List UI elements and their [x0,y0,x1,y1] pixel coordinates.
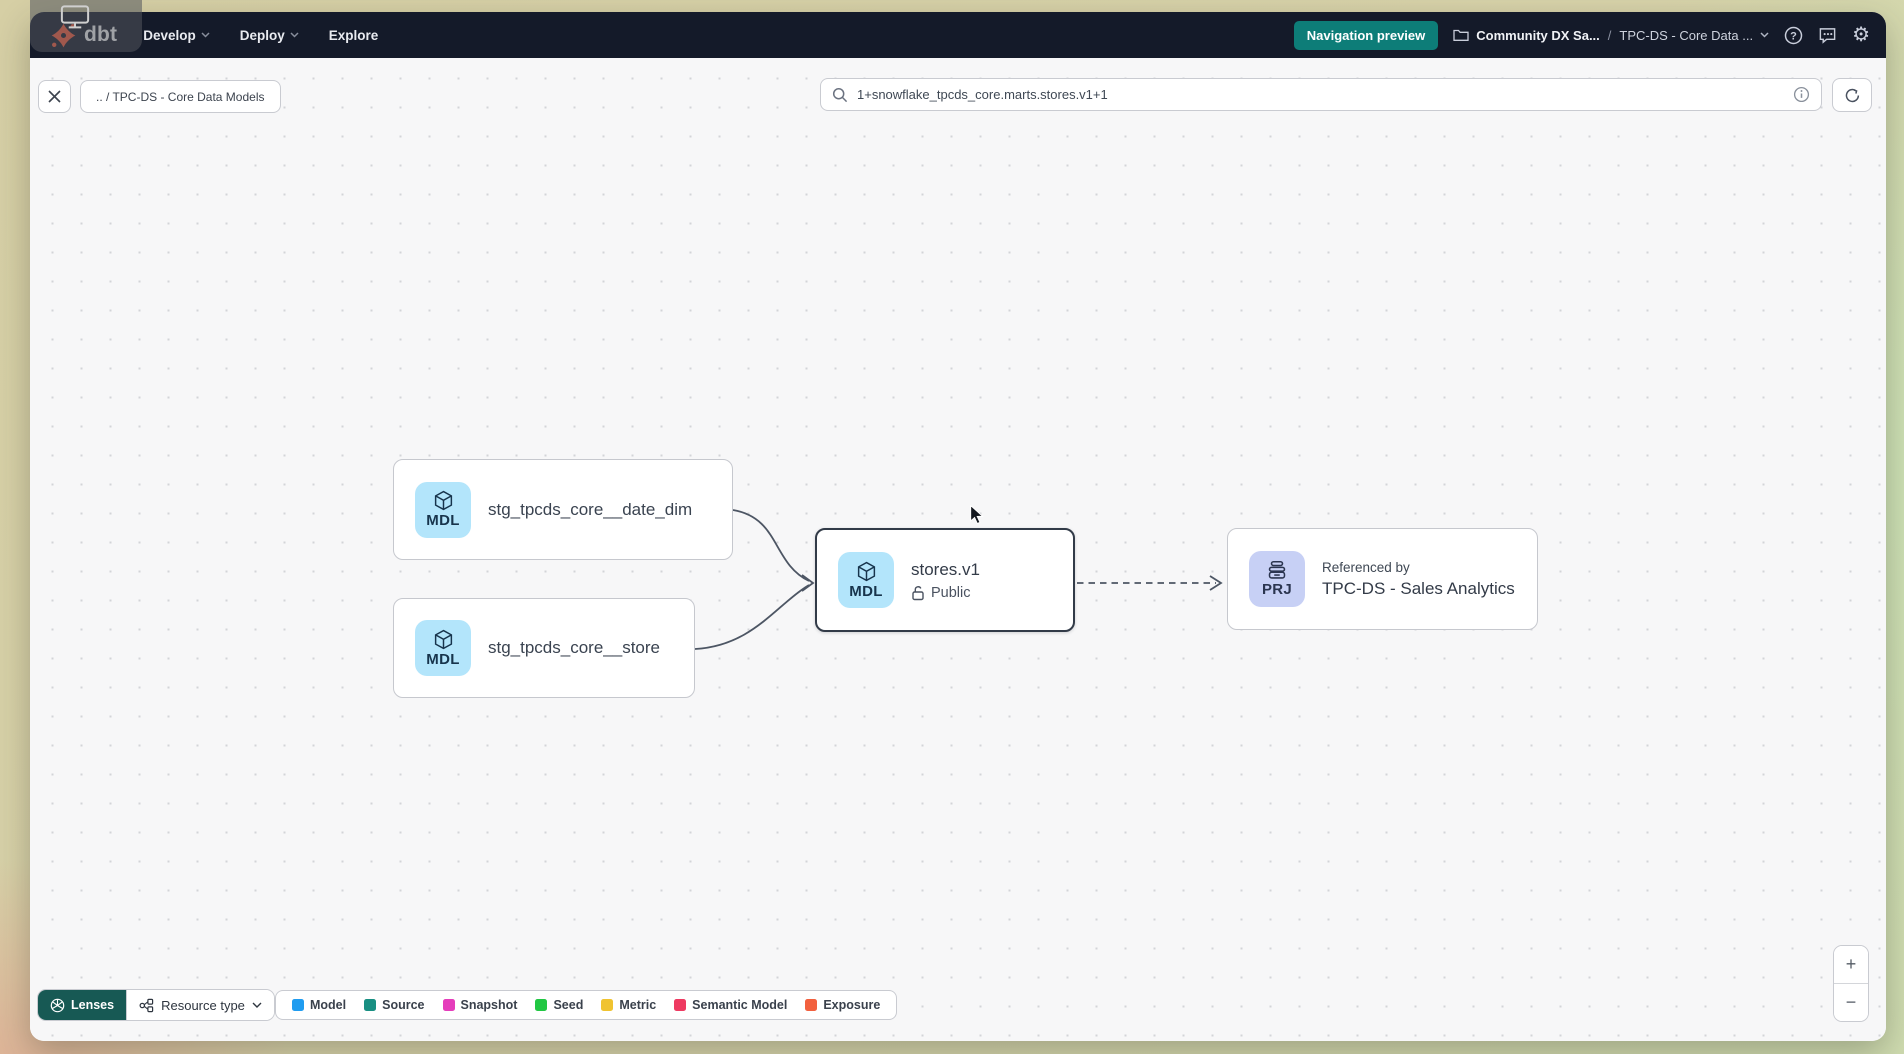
resource-type-label: Resource type [161,997,245,1013]
nav-menu-deploy[interactable]: Deploy [240,28,299,43]
edge-arrowhead [1209,575,1223,591]
model-badge: MDL [415,620,471,676]
node-content: stores.v1 Public [911,560,980,601]
nav-menu-deploy-label: Deploy [239,27,285,43]
legend-swatch [442,999,455,1011]
zoom-out-button[interactable]: − [1834,984,1868,1021]
edge-arrowhead [801,574,815,592]
project-badge: PRJ [1249,551,1305,607]
badge-label: MDL [426,512,460,529]
cube-icon [857,561,875,581]
refresh-icon [1845,88,1859,102]
visibility-label: Public [931,584,971,601]
lineage-search-bar [820,78,1822,111]
folder-icon [1453,29,1469,41]
lens-controls: Lenses Resource type [38,990,274,1020]
legend-item-semantic-model: Semantic Model [674,998,787,1012]
legend-swatch [674,999,687,1011]
nav-menu-develop-label: Develop [143,27,196,43]
edge-date-dim-to-stores [732,509,810,582]
model-badge: MDL [415,481,471,538]
legend-item-seed: Seed [535,998,583,1012]
lens-aperture-icon [50,998,65,1012]
node-kicker: Referenced by [1322,559,1410,575]
legend-item-metric: Metric [601,998,656,1012]
lineage-breadcrumb[interactable]: .. / TPC-DS - Core Data Models [80,80,281,113]
breadcrumb-text: .. / TPC-DS - Core Data Models [96,89,265,104]
close-icon [48,90,61,103]
zoom-controls: + − [1833,945,1869,1022]
navigation-preview-button[interactable]: Navigation preview [1293,20,1439,50]
navbar-right: Navigation preview Community DX Sa... / … [1293,20,1870,50]
legend-label: Metric [619,998,657,1012]
node-stg-tpcds-core-date-dim[interactable]: MDL stg_tpcds_core__date_dim [393,459,733,560]
legend-swatch [805,999,818,1011]
legend-label: Model [310,998,347,1012]
legend-label: Exposure [823,998,881,1012]
badge-label: MDL [426,650,460,668]
nav-menu-develop[interactable]: Develop [143,28,210,43]
search-icon [832,87,848,102]
model-badge: MDL [838,552,894,608]
lenses-button[interactable]: Lenses [38,990,127,1020]
node-label: stg_tpcds_core__store [488,638,660,657]
legend-swatch [535,999,548,1011]
unlock-icon [912,585,924,600]
help-icon[interactable]: ? [1784,26,1803,45]
legend-swatch [601,999,614,1011]
chevron-down-icon [290,32,299,38]
settings-gear-icon[interactable]: ⚙ [1852,24,1870,46]
node-stg-tpcds-core-store[interactable]: MDL stg_tpcds_core__store [393,598,695,698]
node-label: TPC-DS - Sales Analytics [1322,578,1515,598]
legend-item-source: Source [364,998,425,1012]
refresh-lineage-button[interactable] [1832,78,1872,112]
badge-label: MDL [849,582,883,600]
legend-label: Source [382,998,425,1012]
project-name: TPC-DS - Core Data ... [1619,27,1754,43]
node-label: stores.v1 [911,559,980,579]
legend-label: Seed [553,998,584,1012]
lineage-canvas[interactable]: .. / TPC-DS - Core Data Models MDL stg_t… [30,58,1886,1041]
top-navbar: dbt Develop Deploy Explore Navigation pr… [30,12,1886,58]
node-label: stg_tpcds_core__date_dim [488,499,693,519]
badge-label: PRJ [1261,581,1293,598]
svg-text:?: ? [1790,30,1797,42]
screen-share-indicator [30,0,142,52]
monitor-icon [60,5,90,29]
project-switcher[interactable]: Community DX Sa... / TPC-DS - Core Data … [1453,28,1769,43]
node-content: Referenced by TPC-DS - Sales Analytics [1322,560,1515,599]
legend-swatch [364,999,377,1011]
edge-store-to-stores [694,584,810,650]
resource-type-dropdown[interactable]: Resource type [126,990,274,1020]
chevron-down-icon [252,1002,262,1008]
graph-icon [139,998,154,1012]
nav-menu-explore[interactable]: Explore [329,28,379,43]
legend-item-model: Model [292,998,346,1012]
legend-label: Semantic Model [692,998,788,1012]
lenses-label: Lenses [71,998,115,1012]
legend-label: Snapshot [460,998,518,1012]
project-stack-icon [1268,560,1286,579]
node-referenced-by-project[interactable]: PRJ Referenced by TPC-DS - Sales Analyti… [1227,528,1538,630]
cube-icon [434,629,452,649]
breadcrumb-separator: / [1607,27,1612,43]
node-stores-v1[interactable]: MDL stores.v1 Public [815,528,1075,632]
node-visibility: Public [911,585,980,601]
legend: Model Source Snapshot Seed Metric Semantic Mo… [275,990,898,1020]
lineage-selector-input[interactable] [857,87,1784,102]
close-lineage-button[interactable] [38,80,71,113]
legend-item-exposure: Exposure [805,998,880,1012]
legend-swatch [292,999,304,1011]
mouse-cursor [970,505,984,525]
chevron-down-icon [1760,32,1769,38]
feedback-icon[interactable] [1818,26,1837,45]
zoom-in-button[interactable]: + [1834,946,1868,984]
legend-item-snapshot: Snapshot [442,998,518,1012]
cube-icon [434,490,452,511]
nav-menu-explore-label: Explore [328,27,379,43]
account-name: Community DX Sa... [1476,27,1600,43]
chevron-down-icon [201,32,210,38]
app-window: dbt Develop Deploy Explore Navigation pr… [30,12,1886,1041]
info-icon[interactable] [1793,86,1810,103]
